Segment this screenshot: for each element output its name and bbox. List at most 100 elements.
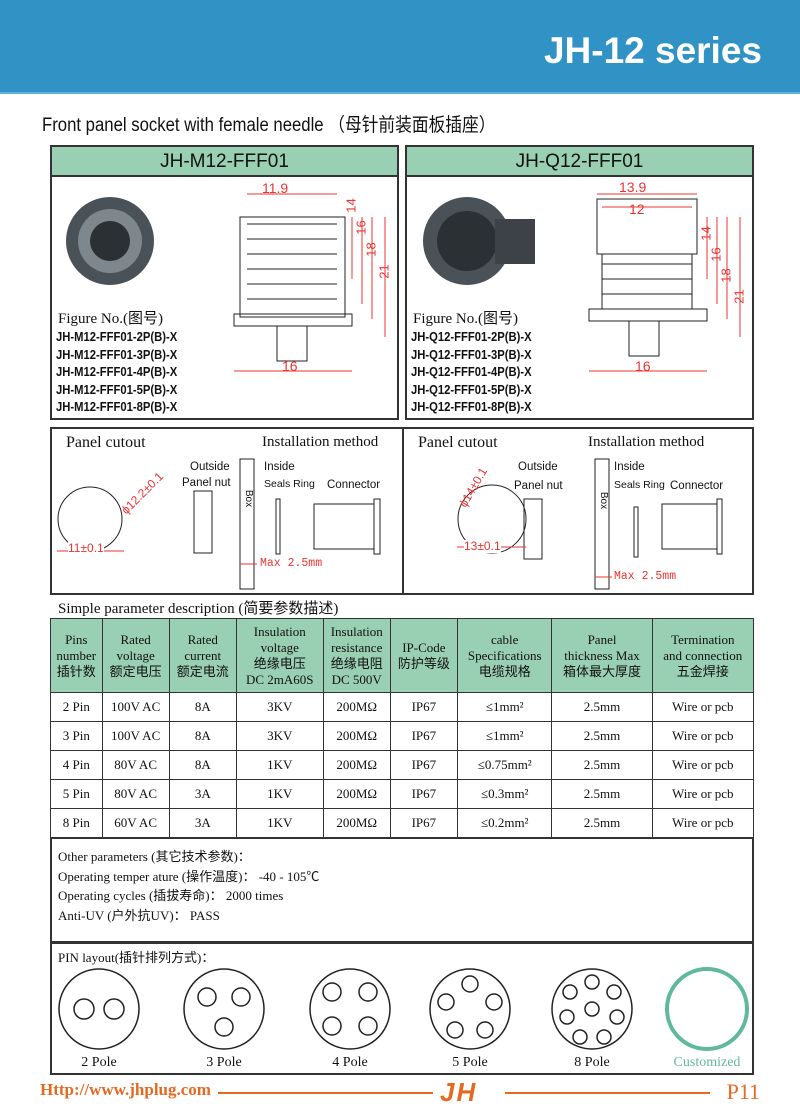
table-cell: Wire or pcb bbox=[651, 750, 755, 780]
table-cell: 80V AC bbox=[101, 779, 170, 809]
pole-label: Customized bbox=[673, 1055, 741, 1070]
header-line: Rated bbox=[120, 631, 151, 647]
table-cell: 1KV bbox=[235, 779, 324, 809]
pin-layout-panel: PIN layout(插针排列方式)： 2 Pole 3 Pole 4 Pole… bbox=[50, 942, 754, 1075]
header-line: DC 2mA60S bbox=[245, 671, 314, 687]
header-line: 电缆规格 bbox=[478, 663, 531, 679]
table-cell: Wire or pcb bbox=[651, 779, 755, 809]
other-param-line: Other parameters (其它技术参数)： bbox=[58, 849, 251, 864]
table-cell: 200MΩ bbox=[322, 750, 391, 780]
label: Connector bbox=[670, 480, 724, 492]
dim-label: 18 bbox=[718, 268, 734, 283]
table-cell: 8A bbox=[168, 692, 237, 722]
header-line: and connection bbox=[663, 647, 743, 663]
table-cell: IP67 bbox=[389, 750, 458, 780]
label: Max 2.5mm bbox=[614, 570, 677, 583]
pole-label: 2 Pole bbox=[81, 1055, 117, 1070]
label: Box bbox=[598, 491, 610, 510]
table-cell: IP67 bbox=[389, 692, 458, 722]
table-cell: 2.5mm bbox=[551, 721, 653, 751]
product-card-m12: JH-M12-FFF01 11.9 14 16 18 21 16 Figure … bbox=[50, 145, 399, 420]
table-cell: 8 Pin bbox=[50, 808, 103, 838]
label: Inside bbox=[614, 461, 645, 473]
header-line: voltage bbox=[116, 647, 155, 663]
label: Inside bbox=[264, 461, 295, 473]
header-line: 箱体最大厚度 bbox=[563, 663, 642, 679]
table-cell: 3KV bbox=[235, 692, 324, 722]
table-cell: 100V AC bbox=[101, 721, 170, 751]
header-line: 额定电压 bbox=[109, 663, 162, 679]
header-line: Insulation bbox=[253, 623, 306, 639]
header-line: Panel bbox=[587, 631, 617, 647]
label: Seals Ring bbox=[614, 479, 665, 491]
table-cell: Wire or pcb bbox=[651, 808, 755, 838]
header-line: 额定电流 bbox=[176, 663, 229, 679]
table-cell: ≤0.2mm² bbox=[456, 808, 553, 838]
figure-label: Figure No.(图号) bbox=[413, 311, 518, 327]
header-line: Insulation bbox=[330, 623, 383, 639]
pole-label: 8 Pole bbox=[574, 1055, 610, 1070]
label: Outside bbox=[518, 461, 558, 473]
header-line: resistance bbox=[331, 639, 383, 655]
other-param-line: Operating cycles (插拔寿命)： 2000 times bbox=[58, 888, 284, 903]
jh-logo: JH bbox=[440, 1077, 478, 1107]
website-link[interactable]: Http://www.jhplug.com bbox=[40, 1080, 211, 1099]
dim-label: 16 bbox=[353, 220, 369, 235]
label: Outside bbox=[190, 461, 230, 473]
part-number: JH-M12-FFF01-2P(B)-X bbox=[56, 330, 178, 344]
cutout-width: 13±0.1 bbox=[464, 539, 501, 554]
dim-label: 18 bbox=[363, 242, 379, 257]
table-cell: 200MΩ bbox=[322, 721, 391, 751]
table-cell: 3A bbox=[168, 779, 237, 809]
dim-label: 14 bbox=[343, 198, 359, 213]
page-subtitle: Front panel socket with female needle （母… bbox=[42, 115, 496, 136]
table-cell: 200MΩ bbox=[322, 692, 391, 722]
table-cell: IP67 bbox=[389, 721, 458, 751]
part-number: JH-Q12-FFF01-2P(B)-X bbox=[411, 330, 532, 344]
table-cell: 1KV bbox=[235, 750, 324, 780]
table-cell: 3 Pin bbox=[50, 721, 103, 751]
part-number: JH-M12-FFF01-8P(B)-X bbox=[56, 400, 178, 414]
table-cell: ≤0.75mm² bbox=[456, 750, 553, 780]
header-line: thickness Max bbox=[564, 647, 640, 663]
table-cell: 100V AC bbox=[101, 692, 170, 722]
header-banner: JH-12 series bbox=[0, 0, 800, 94]
label: Max 2.5mm bbox=[260, 557, 323, 570]
installation-panel: Panel cutout Installation method Outside… bbox=[50, 427, 754, 595]
other-param-line: Anti-UV (户外抗UV)： PASS bbox=[58, 907, 220, 923]
table-cell: Wire or pcb bbox=[651, 721, 755, 751]
connector-drawing bbox=[423, 193, 741, 372]
table-cell: 200MΩ bbox=[322, 808, 391, 838]
table-cell: 200MΩ bbox=[322, 779, 391, 809]
pole-label: 4 Pole bbox=[332, 1055, 368, 1070]
dim-label: 13.9 bbox=[619, 179, 647, 195]
dim-label: 16 bbox=[282, 358, 298, 374]
table-cell: ≤1mm² bbox=[456, 692, 553, 722]
page-number: P11 bbox=[726, 1079, 760, 1104]
cutout-width: 11±0.1 bbox=[68, 541, 104, 556]
table-cell: ≤0.3mm² bbox=[456, 779, 553, 809]
dim-label: 21 bbox=[731, 289, 747, 304]
table-cell: Wire or pcb bbox=[651, 692, 755, 722]
header-line: IP-Code bbox=[402, 639, 446, 655]
installation-method-heading: Installation method bbox=[588, 434, 705, 450]
label: Connector bbox=[327, 479, 381, 491]
part-number: JH-Q12-FFF01-4P(B)-X bbox=[411, 365, 532, 379]
pin-layout-title: PIN layout(插针排列方式)： bbox=[58, 950, 215, 965]
dim-label: 16 bbox=[635, 358, 651, 374]
dim-label: 14 bbox=[698, 226, 714, 241]
table-cell: 2.5mm bbox=[551, 692, 653, 722]
table-cell: 1KV bbox=[235, 808, 324, 838]
label: Seals Ring bbox=[264, 478, 315, 490]
label: Box bbox=[243, 489, 255, 508]
header-line: current bbox=[184, 647, 222, 663]
